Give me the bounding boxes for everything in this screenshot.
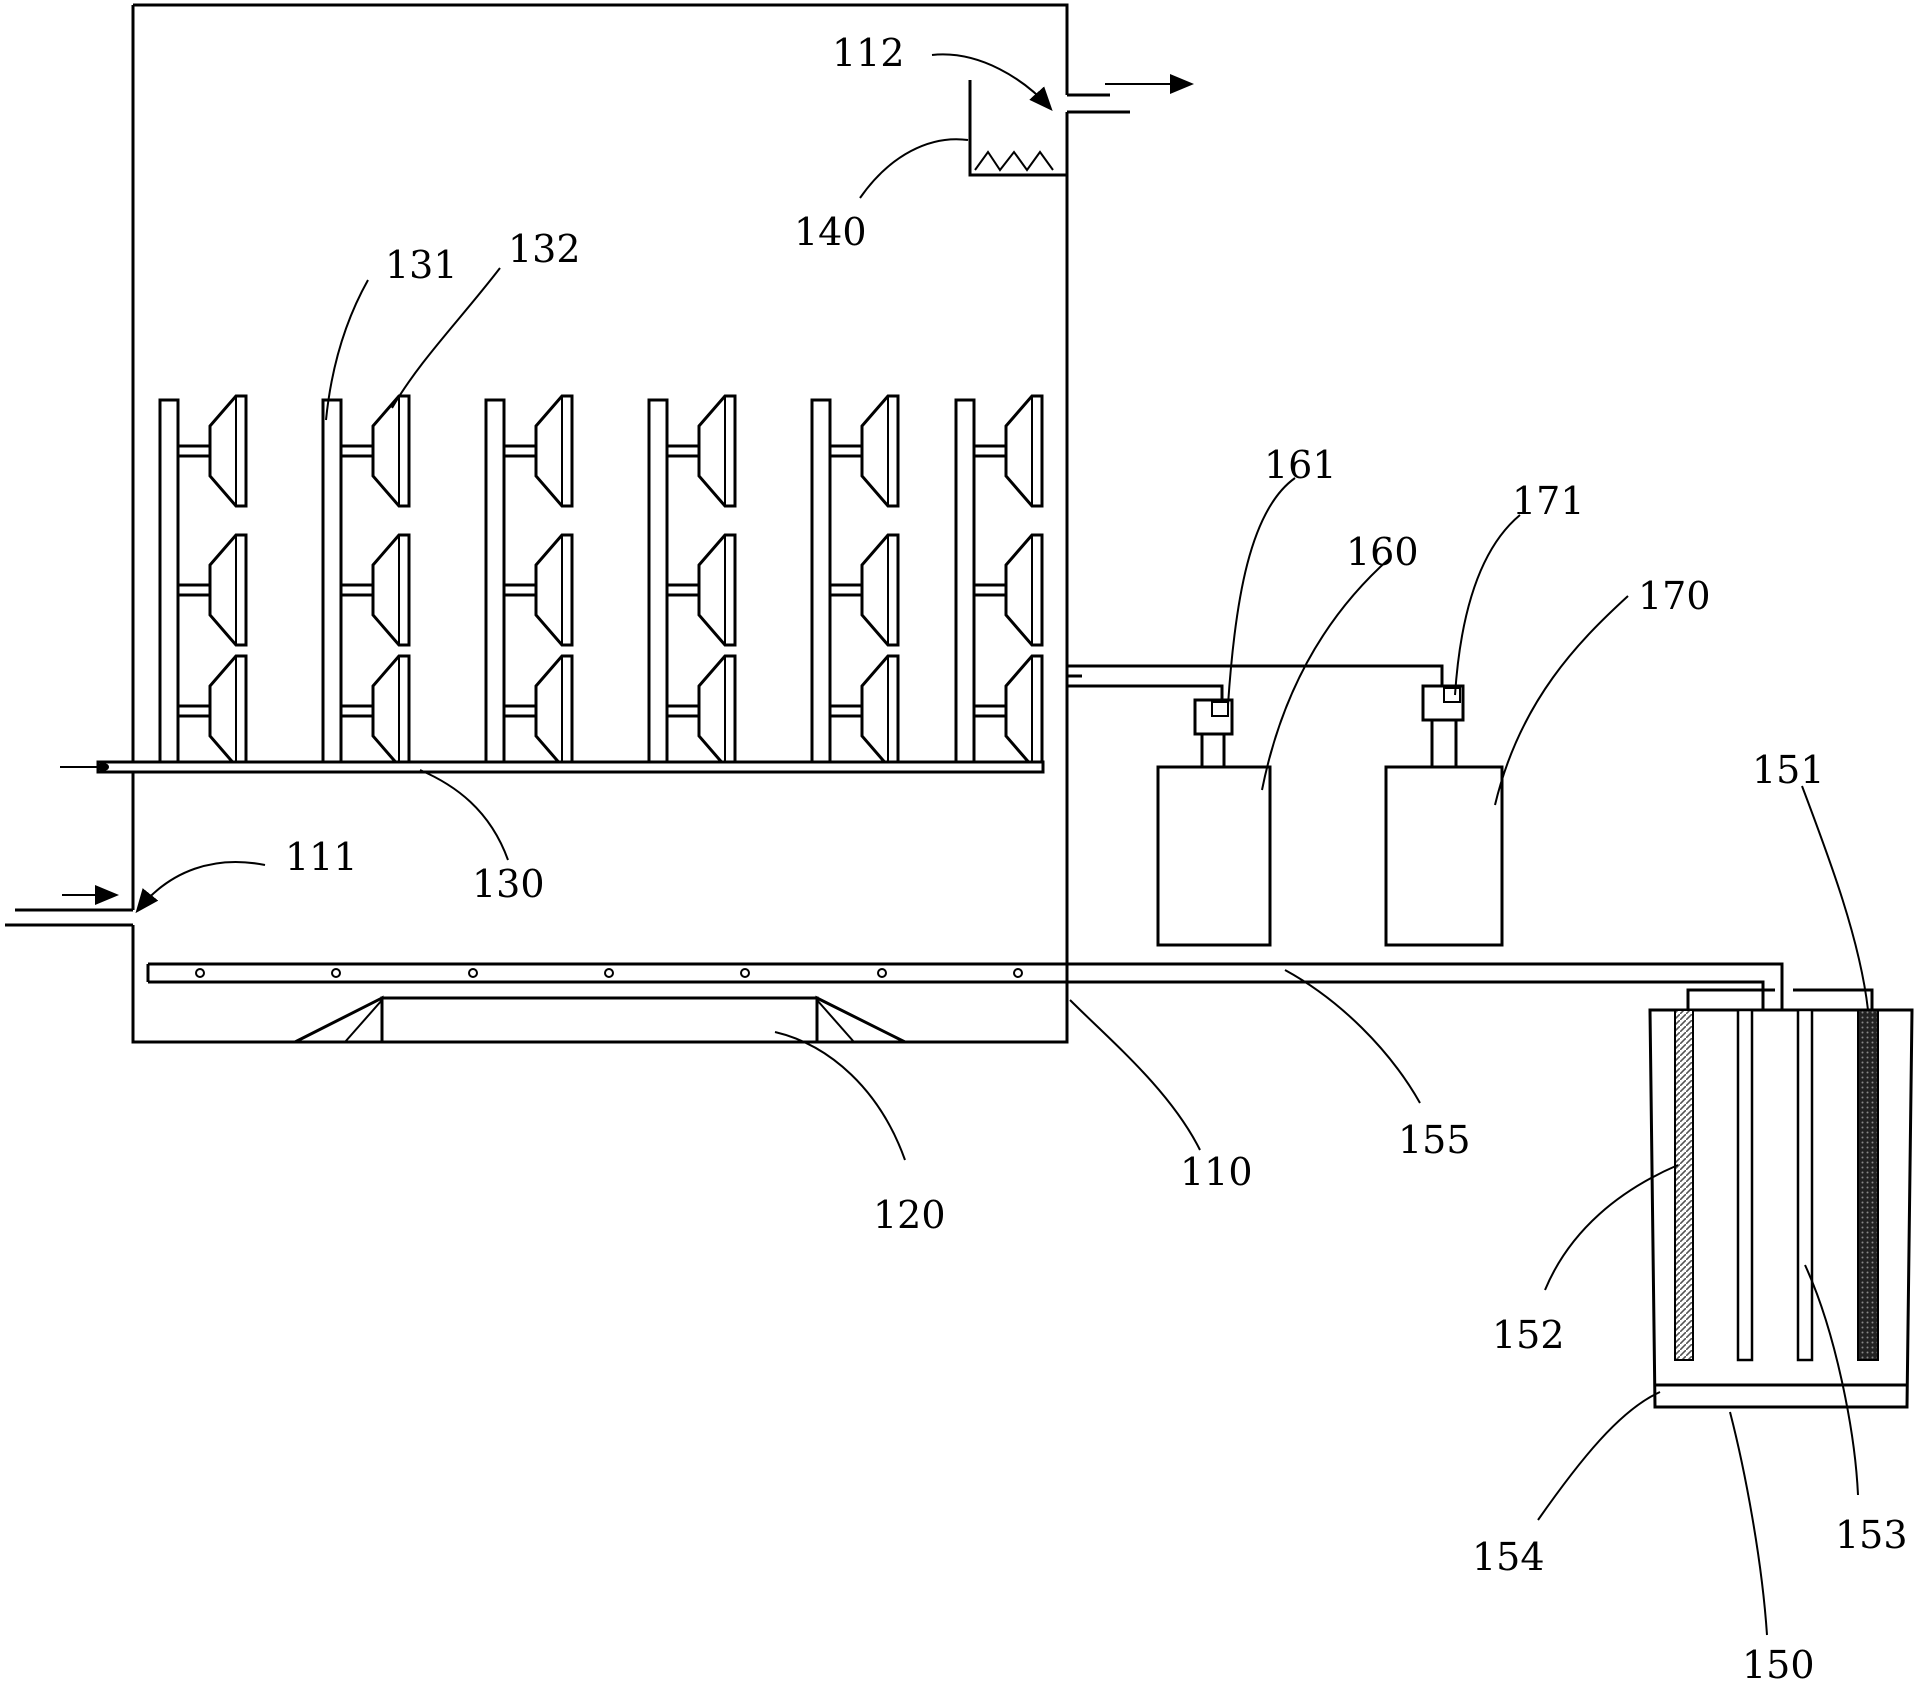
- inlet-duct: [5, 885, 133, 927]
- label-170: 170: [1638, 574, 1711, 618]
- main-chamber: [131, 3, 1069, 1044]
- label-131: 131: [385, 243, 458, 287]
- nozzle-rack: [160, 396, 246, 766]
- nozzle-rack: [812, 396, 898, 766]
- nozzle-rack: [486, 396, 572, 766]
- dosing-pipes: [1067, 664, 1444, 705]
- label-151: 151: [1752, 748, 1825, 792]
- outlet-duct: [1067, 74, 1194, 114]
- spray-header-pipe: [60, 760, 1045, 774]
- tank-170: [1384, 684, 1504, 947]
- support-base: [294, 995, 906, 1044]
- electrode-plate: [1736, 1008, 1754, 1362]
- label-120: 120: [873, 1193, 946, 1237]
- label-160: 160: [1346, 530, 1419, 574]
- label-154: 154: [1472, 1535, 1545, 1579]
- electrode-152: [1674, 1009, 1694, 1361]
- label-161: 161: [1264, 443, 1337, 487]
- label-155: 155: [1398, 1118, 1471, 1162]
- nozzle-rack: [323, 396, 409, 766]
- electrode-153: [1796, 1008, 1814, 1362]
- label-110: 110: [1180, 1150, 1253, 1194]
- demister: [968, 80, 1067, 177]
- label-132: 132: [508, 227, 581, 271]
- label-140: 140: [794, 210, 867, 254]
- label-112: 112: [832, 31, 905, 75]
- nozzle-racks: [160, 396, 1042, 766]
- label-153: 153: [1835, 1513, 1908, 1557]
- nozzle-rack: [649, 396, 735, 766]
- tank-160: [1156, 698, 1272, 947]
- label-111: 111: [285, 835, 358, 879]
- electrolysis-cell: [1648, 988, 1914, 1409]
- leader-lines: [135, 53, 1869, 1636]
- label-130: 130: [472, 862, 545, 906]
- reference-labels: 112 140 131 132 130 111 120 110 155 161 …: [285, 31, 1908, 1687]
- label-150: 150: [1742, 1643, 1815, 1687]
- label-152: 152: [1492, 1313, 1565, 1357]
- perforated-pipe: [146, 962, 1784, 1010]
- nozzle-rack: [956, 396, 1042, 766]
- label-171: 171: [1512, 479, 1585, 523]
- electrode-151: [1857, 1009, 1879, 1361]
